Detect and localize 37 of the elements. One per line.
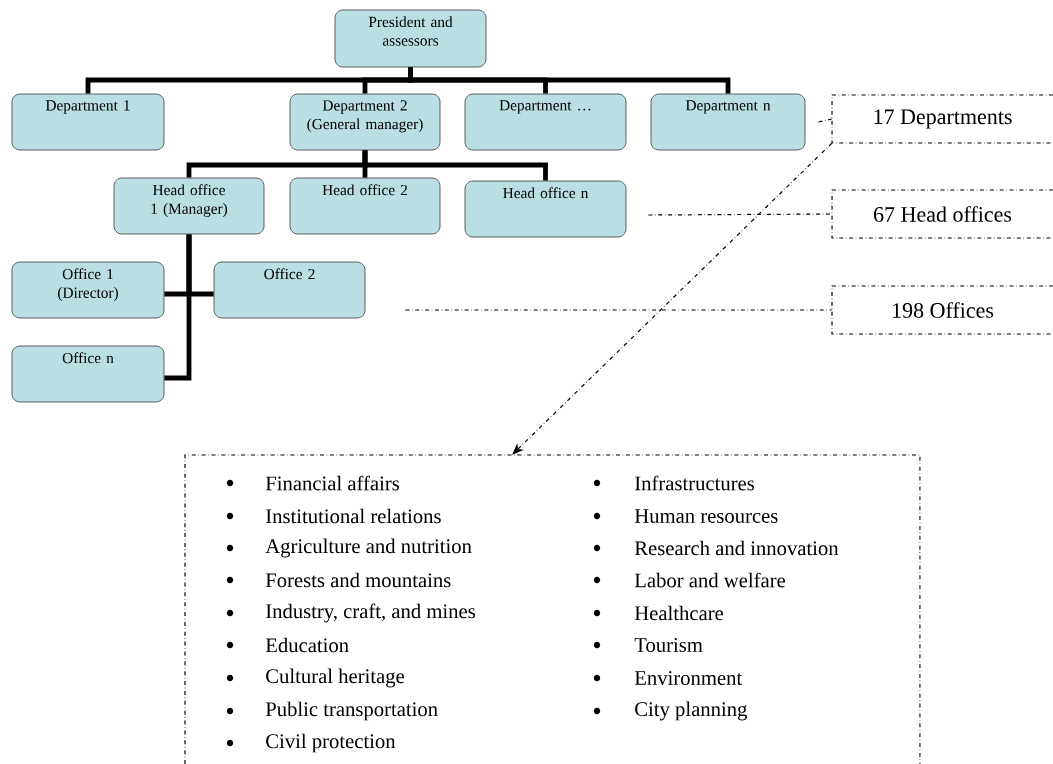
list-item: Financial affairs	[265, 475, 400, 491]
count-box: 17 Departments	[831, 94, 1053, 144]
leader-line	[647, 213, 833, 216]
org-box: Department n	[650, 93, 806, 151]
list-item: Environment	[634, 671, 743, 685]
list-item: Institutional relations	[266, 508, 441, 524]
list-item: Infrastructures	[635, 475, 755, 491]
list-item: Civil protection	[266, 733, 396, 753]
org-box: Head office 2	[289, 177, 441, 235]
connector-line	[408, 67, 731, 94]
connector-line	[164, 234, 192, 381]
list-item: Healthcare	[634, 605, 724, 621]
list-item: Labor and welfare	[634, 572, 786, 588]
list-item: Agriculture and nutrition	[265, 538, 472, 558]
org-box: Office n	[11, 345, 165, 403]
org-box: Head office n	[464, 180, 627, 238]
list-item: Industry, craft, and mines	[266, 603, 475, 623]
list-item: Forests and mountains	[265, 572, 451, 588]
count-box: 67 Head offices	[831, 189, 1053, 239]
arrow	[512, 142, 833, 455]
org-box: Office 1 (Director)	[11, 261, 165, 319]
list-item: Cultural heritage	[266, 668, 404, 688]
list-item: Research and innovation	[634, 540, 839, 556]
bulleted-list-box	[184, 454, 921, 764]
org-box: Office 2	[213, 261, 366, 319]
list-item: Human resources	[634, 509, 778, 523]
org-box: Department 2 (General manager)	[289, 93, 441, 151]
org-box: President and assessors	[334, 9, 487, 68]
count-box: 198 Offices	[831, 285, 1053, 335]
list-item: Public transportation	[265, 701, 438, 721]
org-box: Head office 1 (Manager)	[113, 177, 265, 235]
connector-line	[362, 150, 548, 181]
list-item: City planning	[635, 701, 747, 721]
org-box: Department …	[464, 93, 627, 151]
list-item: Education	[265, 637, 349, 653]
org-box: Department 1	[11, 93, 165, 151]
list-item: Tourism	[634, 638, 703, 652]
